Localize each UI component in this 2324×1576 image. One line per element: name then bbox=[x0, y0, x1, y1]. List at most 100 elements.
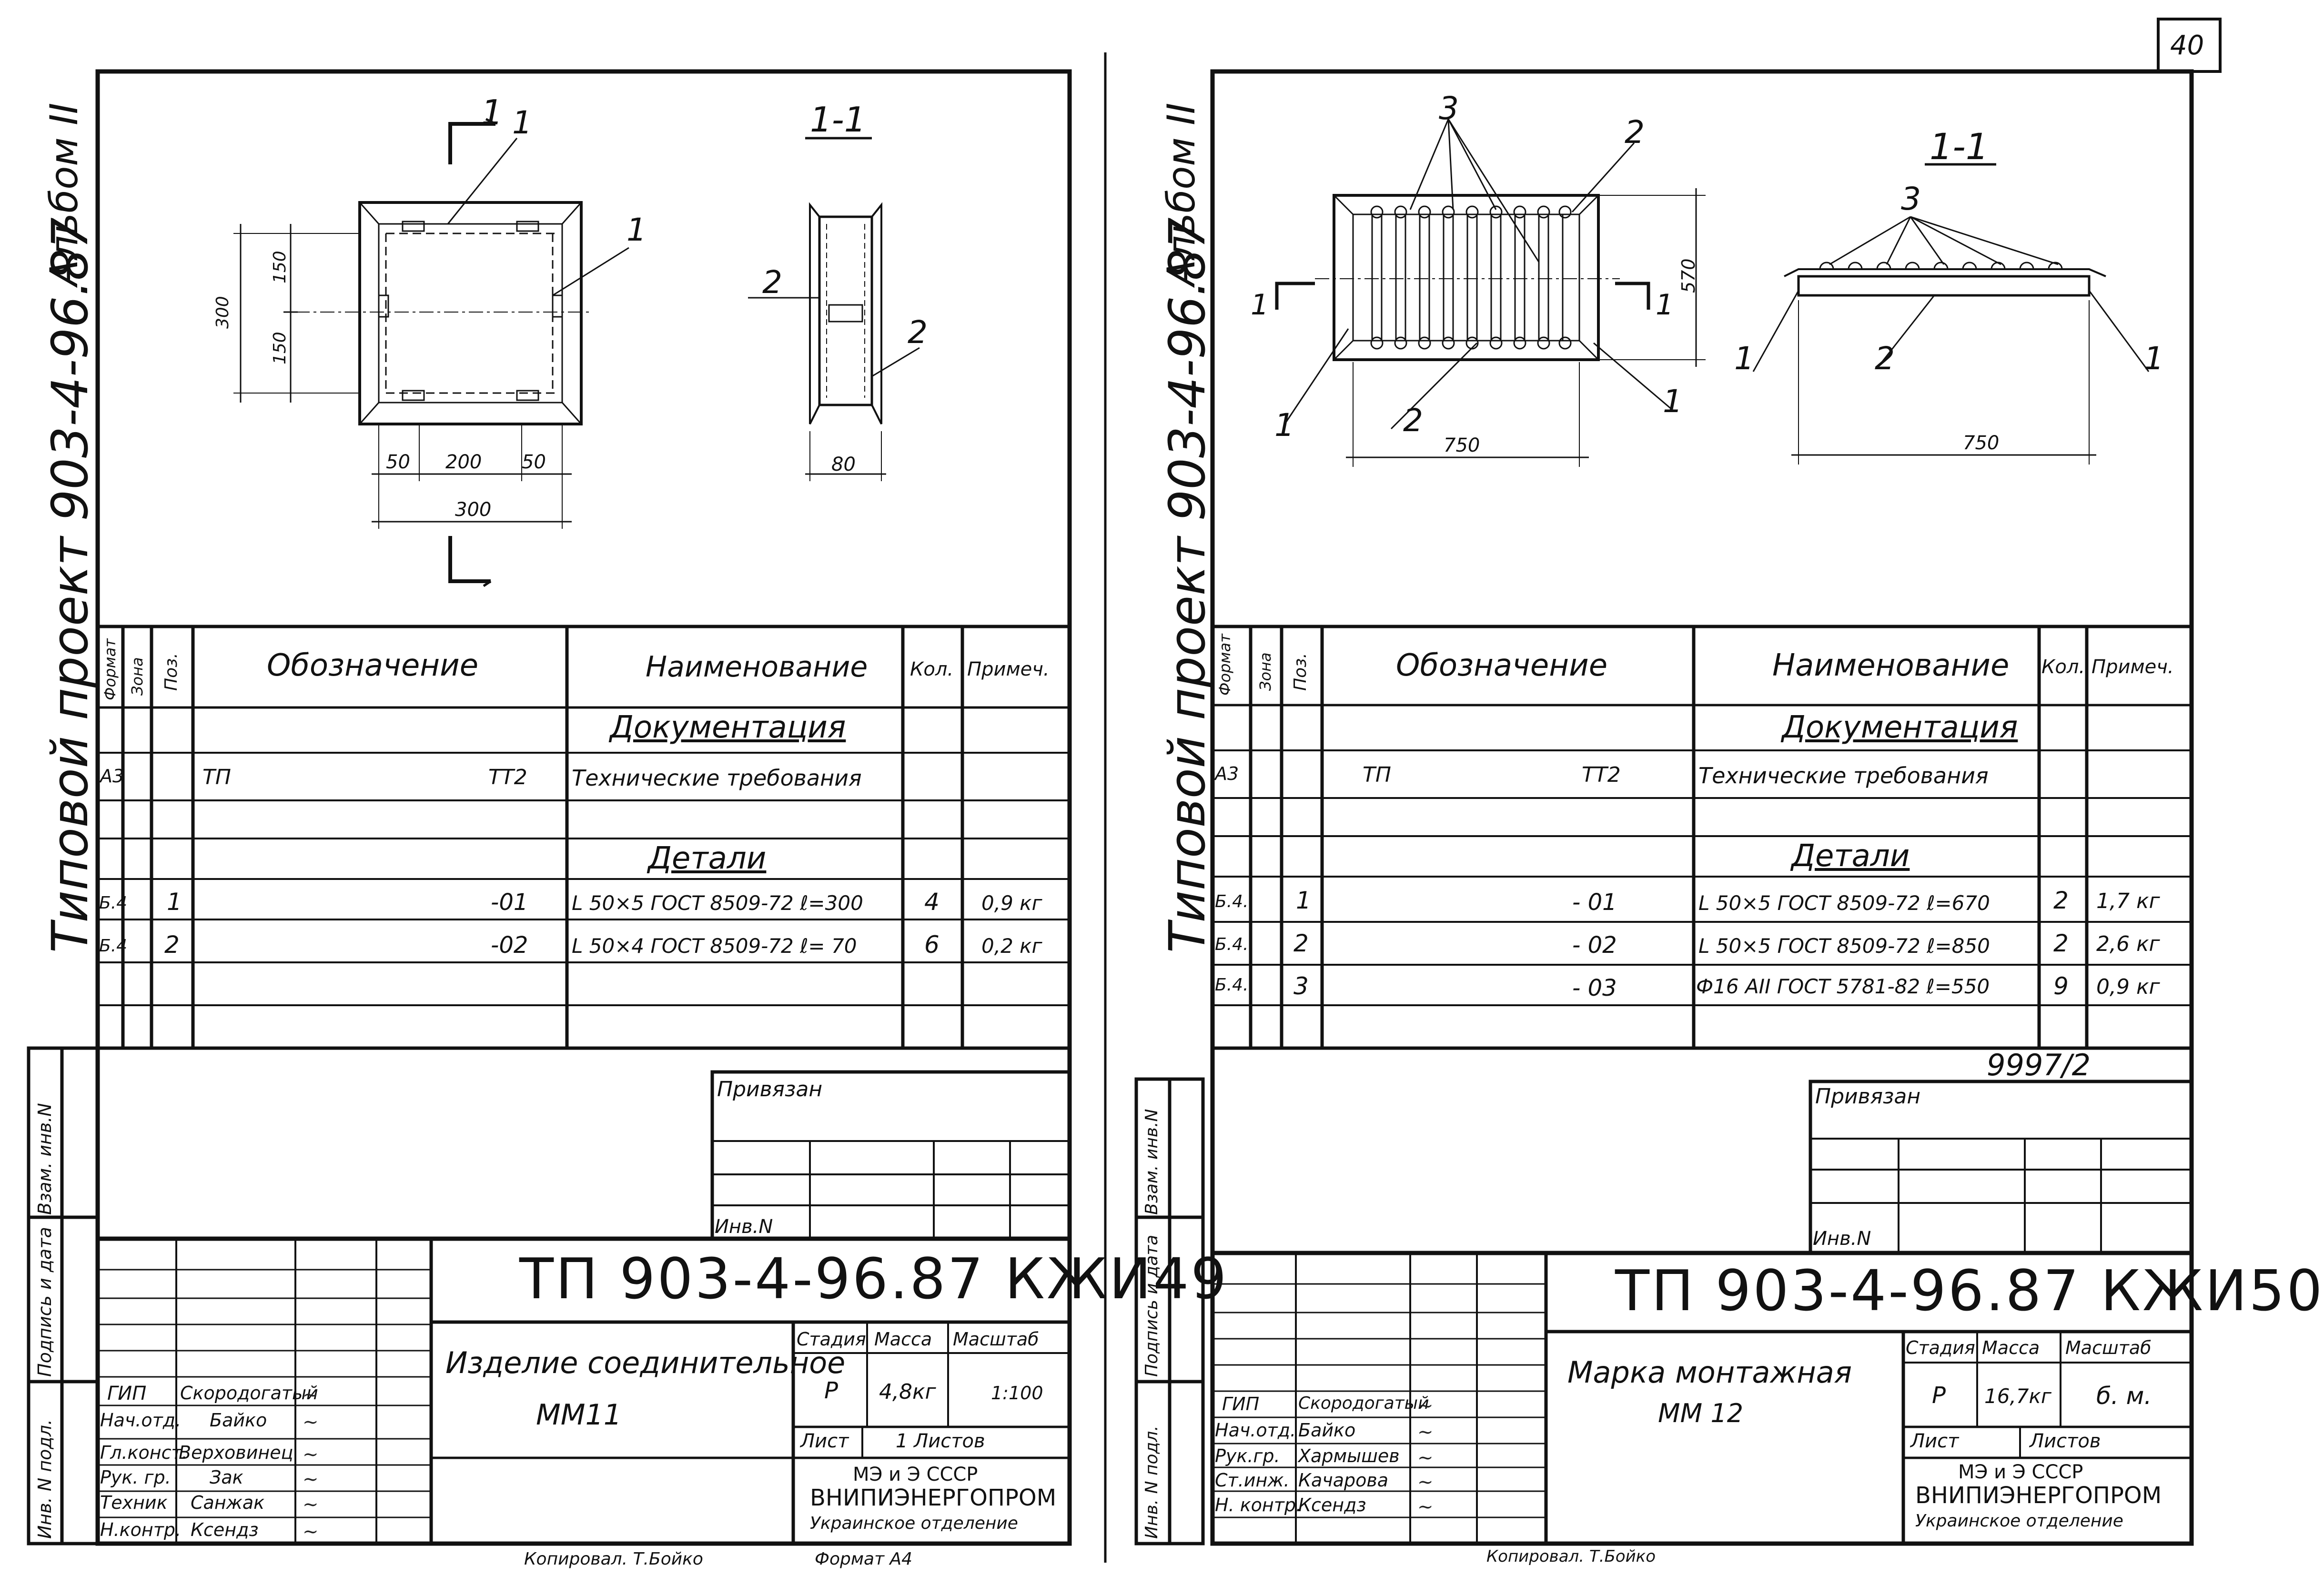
signature-4: ~ bbox=[303, 1468, 319, 1490]
copied-by-note: Копировал. Т.Бойко bbox=[1486, 1547, 1656, 1566]
name-3: Верховинец bbox=[179, 1442, 293, 1463]
doc-row-designation-right: ТТ2 bbox=[1582, 763, 1621, 787]
dim-50-left: 50 bbox=[386, 451, 410, 473]
role-norm-control: Н.контр. bbox=[100, 1519, 182, 1540]
mass-value: 4,8кг bbox=[879, 1380, 936, 1404]
row-name: L 50×4 ГОСТ 8509-72 ℓ= 70 bbox=[572, 934, 857, 958]
role-group-lead: Рук.гр. bbox=[1215, 1445, 1280, 1466]
row-qty: 2 bbox=[2053, 887, 2069, 914]
row-note: 1,7 кг bbox=[2096, 889, 2160, 913]
drawing-lines bbox=[27, 18, 2222, 1563]
row-format: Б.4 bbox=[99, 936, 128, 956]
row-designation: - 03 bbox=[1572, 975, 1617, 1001]
role-senior-engineer: Ст.инж. bbox=[1215, 1470, 1290, 1491]
position-label-2-plan: 2 bbox=[1625, 114, 1645, 151]
signature-2: ~ bbox=[1417, 1421, 1434, 1443]
dim-150-top: 150 bbox=[270, 251, 290, 283]
row-qty: 6 bbox=[924, 931, 940, 959]
section-mark-left: 1 bbox=[1251, 288, 1269, 322]
stage-value: Р bbox=[824, 1377, 838, 1404]
row-format: Б.4. bbox=[1215, 975, 1249, 995]
header-pos: Поз. bbox=[162, 653, 181, 691]
dim-150-bottom: 150 bbox=[270, 332, 290, 364]
dim-300-vertical: 300 bbox=[213, 296, 232, 329]
row-name: L 50×5 ГОСТ 8509-72 ℓ=850 bbox=[1698, 934, 1990, 958]
header-designation: Обозначение bbox=[267, 648, 479, 683]
signature-1: ~ bbox=[303, 1384, 319, 1406]
stage-value: Р bbox=[1932, 1382, 1946, 1409]
section-documentation: Документация bbox=[610, 710, 846, 745]
row-pos: 2 bbox=[164, 931, 180, 959]
bound-label: Привязан bbox=[717, 1077, 823, 1101]
position-label-1: 1 bbox=[512, 104, 532, 141]
title-line-2: ММ11 bbox=[536, 1398, 622, 1432]
dim-50-right: 50 bbox=[522, 451, 546, 473]
org-branch: Украинское отделение bbox=[810, 1514, 1018, 1533]
name-5: Санжак bbox=[191, 1492, 265, 1513]
scale-label: Масштаб bbox=[2065, 1337, 2152, 1358]
mass-label: Масса bbox=[1982, 1337, 2040, 1358]
title-line-1: Изделие соединительное bbox=[445, 1345, 846, 1380]
section-mark-right: 1 bbox=[1656, 288, 1674, 322]
stamp-inv-orig: Инв. N подл. bbox=[34, 1419, 55, 1539]
row-name: Ф16 АII ГОСТ 5781-82 ℓ=550 bbox=[1696, 975, 1990, 998]
position-label-1-section-right: 1 bbox=[2144, 340, 2164, 377]
mass-value: 16,7кг bbox=[1984, 1384, 2051, 1408]
inventory-label: Инв.N bbox=[1813, 1228, 1871, 1250]
name-1: Скородогатый bbox=[1298, 1394, 1429, 1413]
row-pos: 1 bbox=[167, 888, 182, 916]
row-qty: 4 bbox=[924, 888, 940, 916]
name-3: Хармышев bbox=[1298, 1445, 1400, 1466]
mass-label: Масса bbox=[874, 1329, 932, 1350]
position-label-2-plan-bottom: 2 bbox=[1403, 402, 1423, 439]
position-label-1-section-left: 1 bbox=[1734, 340, 1754, 377]
org-institute: ВНИПИЭНЕРГОПРОМ bbox=[810, 1485, 1057, 1511]
sheet-label: Лист bbox=[1910, 1430, 1959, 1452]
section-details: Детали bbox=[648, 841, 767, 876]
dim-750-section: 750 bbox=[1963, 432, 2000, 454]
role-gip: ГИП bbox=[1222, 1394, 1260, 1414]
stage-label: Стадия bbox=[1906, 1337, 1975, 1358]
signature-3: ~ bbox=[1417, 1447, 1434, 1469]
org-ministry: МЭ и Э СССР bbox=[1958, 1461, 2083, 1483]
doc-row-name: Технические требования bbox=[572, 765, 862, 791]
signature-4: ~ bbox=[1417, 1471, 1434, 1493]
stage-label: Стадия bbox=[797, 1329, 866, 1350]
row-designation: -02 bbox=[491, 932, 528, 959]
sheets-label: Листов bbox=[2030, 1430, 2101, 1452]
row-qty: 2 bbox=[2053, 929, 2069, 957]
row-designation: -01 bbox=[491, 889, 528, 916]
position-label-1b: 1 bbox=[626, 212, 647, 248]
position-label-3-section: 3 bbox=[1901, 181, 1921, 217]
bound-label: Привязан bbox=[1815, 1084, 1921, 1109]
stamp-sign-date: Подпись и дата bbox=[34, 1227, 55, 1377]
header-zone: Зона bbox=[128, 657, 146, 696]
role-head-dept: Нач.отд. bbox=[1215, 1420, 1296, 1441]
section-documentation: Документация bbox=[1782, 710, 2018, 745]
row-qty: 9 bbox=[2053, 972, 2069, 1000]
dim-750-plan: 750 bbox=[1444, 434, 1480, 456]
signature-3: ~ bbox=[303, 1444, 319, 1465]
role-technician: Техник bbox=[100, 1492, 168, 1513]
stamp-inv-orig: Инв. N подл. bbox=[1142, 1425, 1162, 1539]
row-note: 0,9 кг bbox=[2096, 975, 2160, 999]
sheet-label: Лист bbox=[800, 1430, 849, 1452]
inventory-label: Инв.N bbox=[715, 1216, 773, 1238]
header-name: Наименование bbox=[646, 650, 868, 684]
row-format: Б.4. bbox=[1215, 892, 1249, 911]
org-ministry: МЭ и Э СССР bbox=[853, 1464, 978, 1485]
row-format: Б.4. bbox=[1215, 935, 1249, 954]
project-label: Типовой проект 903-4-96.87 bbox=[41, 217, 99, 953]
header-format: Формат bbox=[1216, 634, 1234, 696]
section-title: 1-1 bbox=[810, 100, 866, 140]
header-note: Примеч. bbox=[2092, 656, 2174, 678]
header-zone: Зона bbox=[1256, 652, 1274, 691]
position-label-3-plan: 3 bbox=[1439, 90, 1459, 127]
header-format: Формат bbox=[101, 638, 119, 700]
document-code: ТП 903-4-96.87 КЖИ50 bbox=[1615, 1258, 2324, 1323]
dim-80: 80 bbox=[831, 454, 856, 475]
row-note: 2,6 кг bbox=[2096, 932, 2160, 956]
row-name: L 50×5 ГОСТ 8509-72 ℓ=300 bbox=[572, 891, 863, 915]
dim-570: 570 bbox=[1678, 258, 1699, 293]
title-line-2: ММ 12 bbox=[1658, 1398, 1744, 1428]
